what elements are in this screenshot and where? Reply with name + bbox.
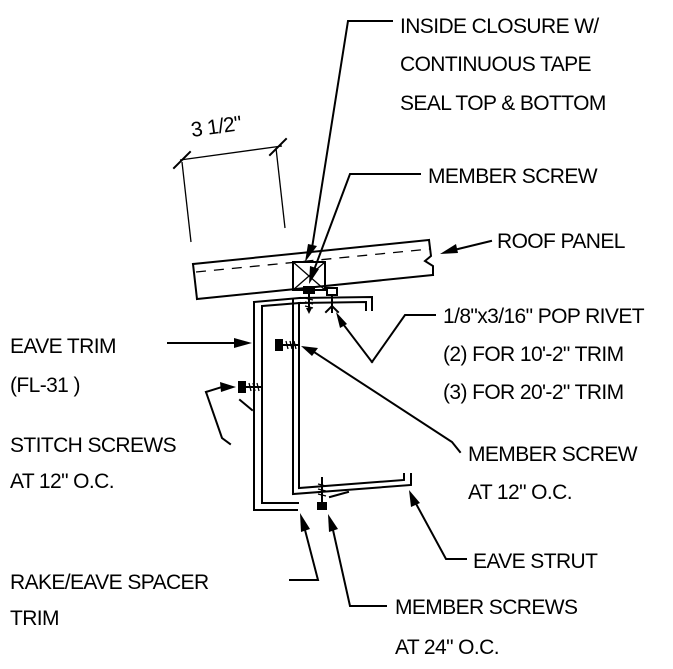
label-roof-panel: ROOF PANEL (497, 230, 625, 253)
leader-member-screw-mid (312, 350, 462, 454)
label-spacer-trim-line2: TRIM (10, 607, 59, 630)
eave-strut-bottom-flange (291, 473, 412, 496)
label-eave-strut: EAVE STRUT (473, 550, 598, 573)
dimension-tick-right (268, 137, 288, 157)
dimension-extension-left (181, 161, 192, 243)
roof-panel-break-line (423, 238, 434, 276)
label-stitch-screws-line2: AT 12" O.C. (10, 470, 114, 493)
eave-trim-top-flange (252, 296, 302, 304)
label-eave-trim-line1: EAVE TRIM (10, 335, 116, 358)
eave-strut-top-flange (298, 295, 373, 311)
dimension-annotation (172, 137, 288, 243)
eave-trim-outer (253, 301, 298, 511)
eave-strut (291, 295, 412, 496)
leader-member-screws-bottom (331, 528, 387, 607)
leader-inside-closure (310, 20, 393, 250)
annotation-labels: INSIDE CLOSURE W/ CONTINUOUS TAPE SEAL T… (10, 15, 645, 659)
eave-trim-inner (261, 305, 299, 504)
roof-panel-dashed-line (195, 248, 431, 273)
leader-spacer-trim (289, 528, 320, 581)
leader-stitch-screws (204, 390, 232, 446)
label-inside-closure-line2: CONTINUOUS TAPE (400, 53, 592, 76)
label-pop-rivet-line2: (2) FOR 10'-2" TRIM (443, 343, 624, 366)
dimension-extension-right (275, 147, 286, 229)
dimension-line (179, 145, 283, 161)
leader-lines (167, 20, 493, 607)
label-spacer-trim-line1: RAKE/EAVE SPACER (10, 571, 209, 594)
member-screw-mid-fastener (275, 339, 299, 351)
label-member-screw-mid-line1: MEMBER SCREW (468, 443, 638, 466)
label-eave-trim-line2: (FL-31 ) (10, 374, 80, 397)
label-inside-closure-line3: SEAL TOP & BOTTOM (400, 92, 606, 115)
label-member-screws-bottom-line2: AT 24" O.C. (395, 636, 499, 659)
pop-rivet-fastener (324, 287, 340, 314)
label-member-screw-mid-line2: AT 12" O.C. (468, 481, 572, 504)
label-pop-rivet-line3: (3) FOR 20'-2" TRIM (443, 381, 624, 404)
inside-closure (292, 261, 326, 291)
label-member-screws-bottom-line1: MEMBER SCREWS (395, 596, 578, 619)
roof-panel-end (191, 262, 199, 301)
label-inside-closure-line1: INSIDE CLOSURE W/ (400, 15, 599, 38)
label-dimension: 3 1/2" (189, 112, 242, 142)
leader-roof-panel (456, 239, 493, 251)
member-screw-bottom-fastener (317, 477, 350, 510)
label-pop-rivet-line1: 1/8"x3/16" POP RIVET (443, 305, 645, 328)
stitch-screw-fastener (238, 381, 263, 412)
member-screw-top-fastener (303, 286, 315, 314)
dimension-tick-left (172, 150, 192, 170)
leader-pop-rivet (370, 314, 436, 364)
label-stitch-screws-line1: STITCH SCREWS (10, 434, 177, 457)
leader-member-screw-top (312, 173, 421, 272)
leader-eave-strut (412, 498, 467, 560)
label-member-screw-top: MEMBER SCREW (428, 165, 598, 188)
